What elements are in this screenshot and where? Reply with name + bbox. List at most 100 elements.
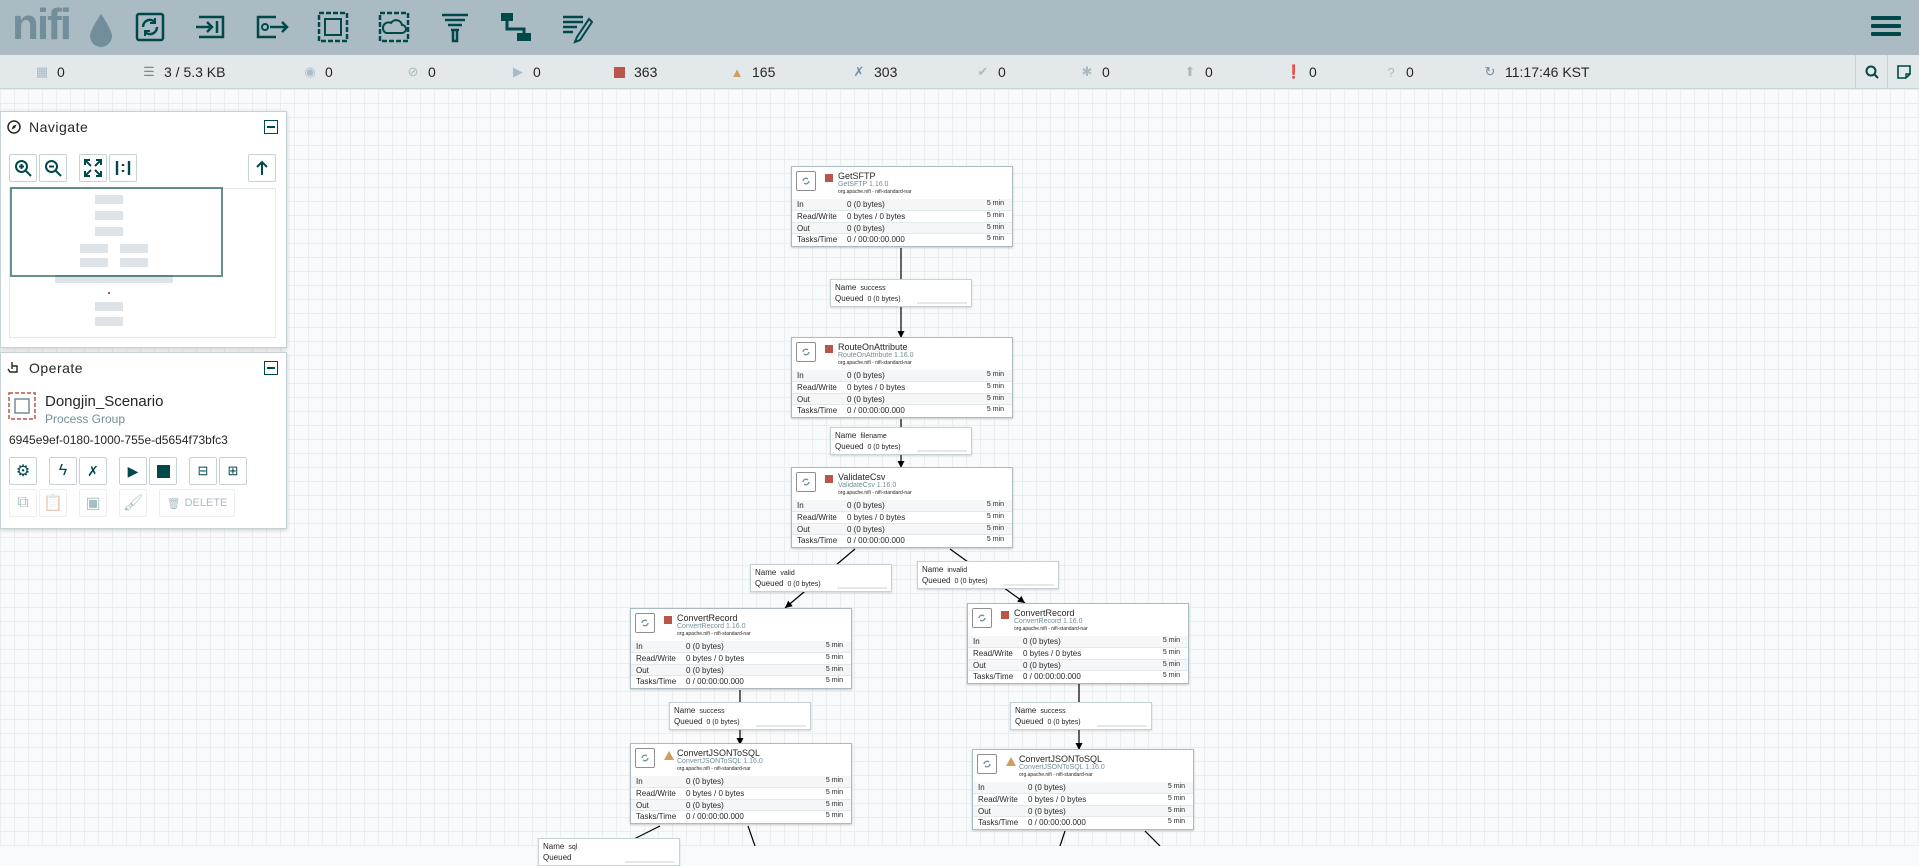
change-color-button[interactable]: 🖌 [119, 489, 147, 517]
process-group-tool[interactable] [313, 6, 353, 48]
zoom-out-button[interactable] [39, 154, 67, 182]
remote-process-group-tool[interactable] [374, 6, 414, 48]
processor-bundle: org.apache.nifi - nifi-standard-nar [1014, 626, 1088, 632]
stop-icon [825, 345, 833, 353]
navigate-collapse-button[interactable] [264, 120, 278, 134]
gear-icon: ⚙ [15, 463, 31, 480]
search-button[interactable] [1855, 55, 1888, 88]
processor-convertrecord[interactable]: ConvertRecord ConvertRecord 1.16.0 org.a… [967, 603, 1189, 684]
label-tool[interactable] [557, 6, 597, 48]
processor-routeonattribute[interactable]: RouteOnAttribute RouteOnAttribute 1.16.0… [791, 337, 1013, 418]
paintbrush-icon: 🖌 [122, 495, 144, 512]
connection-queued-row: Queued [543, 853, 572, 862]
input-port-tool[interactable] [191, 6, 231, 48]
template-tool[interactable] [496, 6, 536, 48]
configure-button[interactable]: ⚙ [9, 457, 37, 485]
disable-button[interactable]: ✗ [79, 457, 107, 485]
navigate-title: Navigate [29, 119, 89, 135]
sticky-note-icon [1897, 64, 1911, 79]
processor-name: ValidateCsv [838, 472, 886, 482]
enable-button[interactable]: ϟ [49, 457, 77, 485]
processor-type: ConvertRecord 1.16.0 [1014, 618, 1083, 625]
queue-bar [1004, 584, 1054, 586]
group-icon: ▣ [85, 495, 101, 512]
processor-bundle: org.apache.nifi - nifi-standard-nar [677, 766, 751, 772]
operate-panel: Operate Dongjin_Scenario Process Group 6… [0, 352, 287, 529]
running-status: ▶0 [513, 64, 541, 80]
queue-bar [917, 302, 967, 304]
stop-button[interactable] [149, 457, 177, 485]
play-icon: ▶ [127, 462, 139, 479]
upload-template-icon: ⊞ [227, 463, 239, 478]
actual-size-button[interactable] [109, 154, 137, 182]
viewport-indicator[interactable] [10, 187, 223, 277]
fit-button[interactable] [79, 154, 107, 182]
hand-pointer-icon [7, 362, 18, 373]
funnel-tool[interactable] [435, 6, 475, 48]
processor-icon [977, 754, 997, 774]
group-button[interactable]: ▣ [79, 489, 107, 517]
copy-button[interactable]: ⧉ [9, 489, 37, 517]
paste-button[interactable]: 📋 [39, 489, 67, 517]
processor-convertjsontosql[interactable]: ConvertJSONToSQL ConvertJSONToSQL 1.16.0… [972, 749, 1194, 830]
operate-collapse-button[interactable] [264, 361, 278, 375]
zoom-in-icon [15, 160, 32, 177]
upload-template-button[interactable]: ⊞ [219, 457, 247, 485]
warning-icon [1006, 757, 1016, 766]
locally-modified-stale-status: ❗0 [1285, 64, 1317, 80]
birdseye-view[interactable] [9, 187, 276, 338]
processor-icon [635, 748, 655, 768]
create-template-button[interactable]: ⊟ [189, 457, 217, 485]
global-menu-button[interactable] [1871, 12, 1901, 42]
processor-validatecsv[interactable]: ValidateCsv ValidateCsv 1.16.0 org.apach… [791, 467, 1013, 548]
leave-group-button[interactable] [248, 154, 276, 182]
processor-convertrecord[interactable]: ConvertRecord ConvertRecord 1.16.0 org.a… [630, 608, 852, 689]
processor-name: ConvertRecord [1014, 608, 1075, 618]
process-group-icon [8, 392, 36, 420]
zoom-in-button[interactable] [9, 154, 37, 182]
list-icon: ☰ [143, 64, 155, 79]
queued-status: ☰3 / 5.3 KB [143, 64, 226, 80]
processor-convertjsontosql[interactable]: ConvertJSONToSQL ConvertJSONToSQL 1.16.0… [630, 743, 852, 824]
label-icon [563, 15, 594, 44]
stop-icon [612, 65, 626, 79]
refresh-status[interactable]: ↻11:17:46 KST [1484, 64, 1590, 80]
delete-button[interactable]: 🗑DELETE [159, 489, 235, 517]
processor-type: ConvertJSONToSQL 1.16.0 [677, 758, 763, 765]
processor-bundle: org.apache.nifi - nifi-standard-nar [838, 189, 912, 195]
stale-status: ⬆0 [1184, 64, 1213, 80]
processor-getsftp[interactable]: GetSFTP GetSFTP 1.16.0 org.apache.nifi -… [791, 166, 1013, 247]
queue-bar [917, 450, 967, 452]
bulletin-board-button[interactable] [1887, 55, 1919, 88]
queue-bar [837, 587, 887, 589]
disabled-icon: ✗ [853, 64, 865, 79]
output-port-icon [256, 15, 289, 39]
level-up-icon [256, 160, 268, 175]
start-button[interactable]: ▶ [119, 457, 147, 485]
asterisk-icon: ✱ [1081, 64, 1093, 79]
processor-icon [135, 12, 165, 42]
output-port-tool[interactable] [252, 6, 292, 48]
refresh-icon[interactable]: ↻ [1484, 64, 1496, 79]
processor-tool[interactable] [130, 6, 170, 48]
